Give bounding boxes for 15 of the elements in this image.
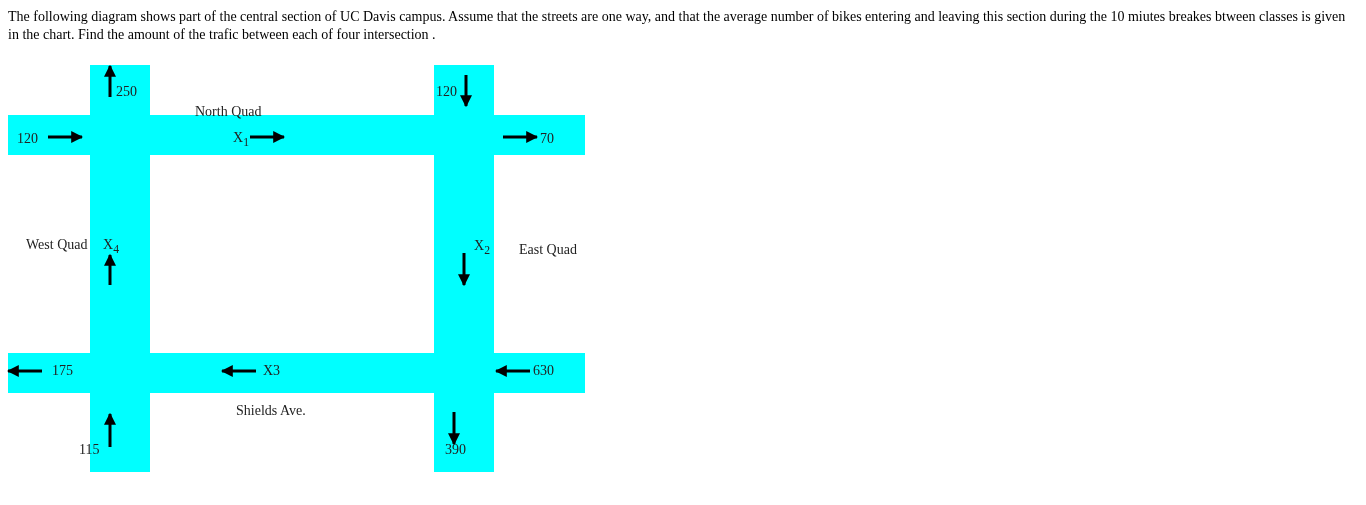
flow-number: 630 xyxy=(533,363,554,379)
flow-number: 120 xyxy=(17,131,38,147)
variable-label: X3 xyxy=(263,363,281,379)
flow-number: 70 xyxy=(540,131,554,147)
flow-number: 250 xyxy=(116,84,137,100)
flow-number: 120 xyxy=(436,84,457,100)
variable-label: X$_{4}$ xyxy=(103,237,119,258)
variable-label: X$_{2}$ xyxy=(474,238,490,259)
flow-number: 175 xyxy=(52,363,73,379)
area-label: East Quad xyxy=(519,242,577,258)
area-label: West Quad xyxy=(26,237,88,253)
variable-label: X$_{1}$ xyxy=(233,130,249,151)
street-label: Shields Ave. xyxy=(236,403,306,419)
flow-number: 390 xyxy=(445,442,466,458)
problem-text: The following diagram shows part of the central section of UC Davis campus. Assume that the streets are one way, and that the average number of bikes entering and leaving this section during the 10 miutes breakes btween classes is given in the chart. Find the amount of the trafic between each of four intersection . xyxy=(8,8,1347,44)
